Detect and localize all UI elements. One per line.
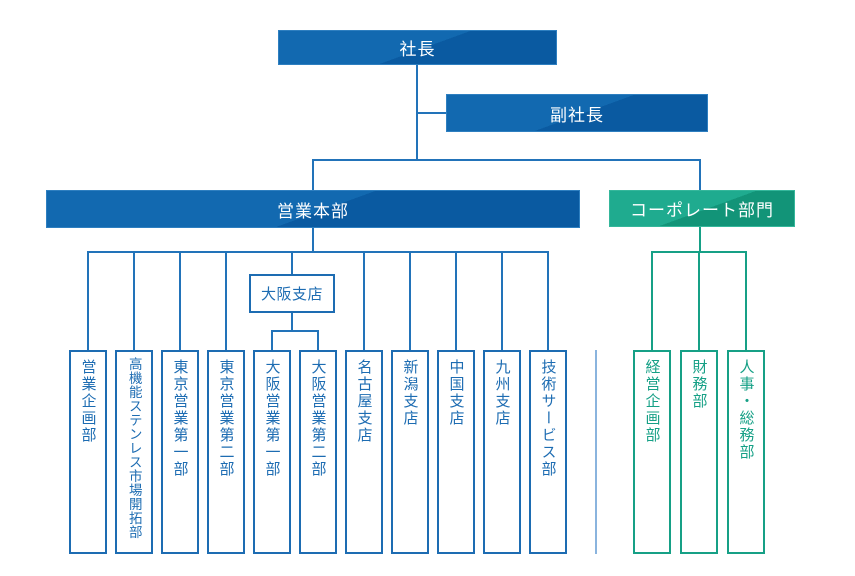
sales-department-label: 高機能ステンレス市場開拓部	[126, 357, 142, 539]
connector-sales-rake	[87, 251, 549, 253]
connector-branch-left-leg	[312, 159, 314, 190]
corporate-department-label: 経営企画部	[643, 359, 661, 444]
corporate-department-box: 財務部	[680, 350, 718, 554]
corporate-department-label: 人事・総務部	[737, 359, 755, 461]
sales-division-label: 営業本部	[277, 201, 349, 221]
corporate-division-label: コーポレート部門	[630, 201, 774, 220]
sales-department-label: 九州支店	[493, 359, 511, 427]
president-label: 社長	[399, 40, 436, 59]
connector-osaka-subrake	[271, 330, 319, 332]
connector-corp-drop-2	[698, 251, 700, 350]
sales-department-label: 東京営業第一部	[171, 359, 189, 478]
connector-corporate-down	[699, 227, 701, 253]
osaka-branch-label: 大阪支店	[260, 286, 323, 303]
sales-department-box: 大阪営業第二部	[299, 350, 337, 554]
connector-drop-10	[501, 251, 503, 350]
connector-osaka-down	[291, 313, 293, 332]
sales-department-label: 東京営業第二部	[217, 359, 235, 478]
sales-department-label: 中国支店	[447, 359, 465, 427]
corporate-division-box: コーポレート部門	[609, 190, 795, 227]
sales-department-box: 中国支店	[437, 350, 475, 554]
sales-department-box: 大阪営業第一部	[253, 350, 291, 554]
connector-sales-hq-down	[312, 228, 314, 253]
connector-drop-4	[225, 251, 227, 350]
president-box: 社長	[278, 30, 557, 65]
corporate-department-box: 人事・総務部	[727, 350, 765, 554]
connector-drop-1	[87, 251, 89, 350]
connector-branch-horizontal	[312, 159, 701, 161]
connector-corp-drop-3	[745, 251, 747, 350]
corporate-department-label: 財務部	[690, 359, 708, 410]
sales-department-box: 九州支店	[483, 350, 521, 554]
sales-departments-row: 営業企画部 高機能ステンレス市場開拓部 東京営業第一部 東京営業第二部 大阪営業…	[0, 350, 855, 554]
sales-department-label: 営業企画部	[79, 359, 97, 444]
sales-department-label: 技術サービス部	[539, 359, 557, 478]
section-divider	[595, 350, 597, 554]
corporate-department-box: 経営企画部	[633, 350, 671, 554]
vice-president-box: 副社長	[446, 94, 708, 132]
sales-department-label: 名古屋支店	[355, 359, 373, 444]
osaka-branch-box: 大阪支店	[249, 274, 335, 313]
connector-drop-2	[133, 251, 135, 350]
sales-department-label: 大阪営業第一部	[263, 359, 281, 478]
corporate-departments-row: 経営企画部 財務部 人事・総務部	[0, 350, 855, 554]
sales-department-box: 技術サービス部	[529, 350, 567, 554]
connector-osaka-drop-1	[271, 330, 273, 350]
connector-drop-11	[547, 251, 549, 350]
sales-department-label: 大阪営業第二部	[309, 359, 327, 478]
sales-department-box: 東京営業第二部	[207, 350, 245, 554]
connector-drop-9	[455, 251, 457, 350]
connector-drop-7	[363, 251, 365, 350]
connector-corp-drop-1	[651, 251, 653, 350]
sales-department-box: 名古屋支店	[345, 350, 383, 554]
sales-department-box: 新潟支店	[391, 350, 429, 554]
sales-division-box: 営業本部	[46, 190, 580, 228]
sales-department-box: 営業企画部	[69, 350, 107, 554]
connector-drop-osaka	[291, 251, 293, 274]
sales-department-label: 新潟支店	[401, 359, 419, 427]
sales-department-box: 東京営業第一部	[161, 350, 199, 554]
connector-drop-3	[179, 251, 181, 350]
connector-branch-right-leg	[699, 159, 701, 190]
sales-department-box: 高機能ステンレス市場開拓部	[115, 350, 153, 554]
connector-drop-8	[409, 251, 411, 350]
connector-osaka-drop-2	[317, 330, 319, 350]
connector-vice-president-stub	[417, 112, 446, 114]
vice-president-label: 副社長	[550, 105, 604, 125]
